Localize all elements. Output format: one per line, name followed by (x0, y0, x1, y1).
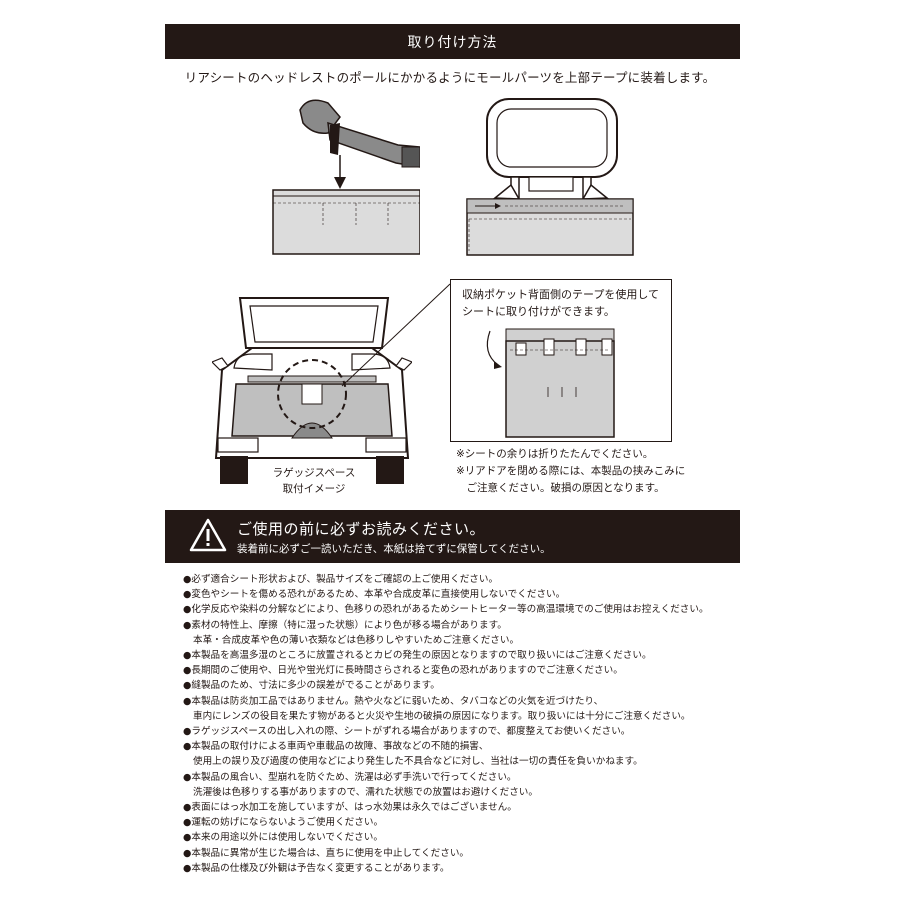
caution-item: ●長期間のご使用や、日光や蛍光灯に長時間さらされると変色の恐れがありますのでご注… (183, 665, 623, 677)
car-caption-line: ラゲッジスペース (272, 467, 356, 479)
callout-line: 収納ポケット背面側のテープを使用して (462, 288, 660, 301)
caution-item: ●本製品は防炎加工品ではありません。熱や火などに弱いため、タバコなどの火気を近づ… (183, 695, 604, 707)
caution-item: ●ラゲッジスペースの出し入れの際、シートがずれる場合がありますので、都度整えてお… (183, 726, 631, 738)
caution-item: ●本来の用途以外には使用しないでください。 (183, 832, 383, 844)
caution-item: ●必ず適合シート形状および、製品サイズをご確認の上ご使用ください。 (183, 574, 499, 585)
side-note-line: ご注意ください。破損の原因となります。 (456, 482, 665, 494)
mold-attach-illustration (272, 99, 420, 255)
section-title: 取り付け方法 (407, 34, 498, 51)
caution-list: ●必ず適合シート形状および、製品サイズをご確認の上ご使用ください。 ●変色やシー… (183, 572, 743, 876)
car-luggage-illustration (212, 297, 412, 484)
side-note-line: ※シートの余りは折りたたんでください。 (456, 448, 654, 460)
caution-item: ●本製品に異常が生じた場合は、直ちに使用を中止してください。 (183, 847, 470, 859)
headrest-illustration (466, 98, 634, 256)
caution-item: ●本製品の取付けによる車両や車載品の故障、事故などの不随的損害、 (183, 741, 489, 753)
side-notes: ※シートの余りは折りたたんでください。 ※リアドアを閉める際には、本製品の挟みこ… (456, 446, 685, 497)
caution-item: ●変色やシートを傷める恐れがあるため、本革や合成皮革に直接使用しないでください。 (183, 589, 566, 601)
warning-banner: ご使用の前に必ずお読みください。 装着前に必ずご一読いただき、本紙は捨てずに保管… (165, 510, 740, 563)
pocket-back-illustration (486, 328, 615, 438)
caution-item: ●本製品の風合い、型崩れを防ぐため、洗濯は必ず手洗いで行ってください。 (183, 771, 517, 783)
caution-item: ●縫製品のため、寸法に多少の誤差がでることがあります。 (183, 680, 440, 692)
intro-text: リアシートのヘッドレストのポールにかかるようにモールパーツを上部テープに装着しま… (184, 70, 716, 85)
caution-item-continued: 本革・合成皮革や色の薄い衣類などは色移りしやすいためご注意ください。 (193, 634, 520, 646)
caution-item: ●運転の妨げにならないようご使用ください。 (183, 817, 384, 829)
warning-title: ご使用の前に必ずお読みください。 (237, 520, 486, 538)
caution-item-continued: 車内にレンズの役目を果たす物があると火災や生地の破損の原因になります。取り扱いに… (193, 710, 691, 722)
section-title-bar: 取り付け方法 (165, 24, 740, 59)
caution-item: ●本製品の仕様及び外観は予告なく変更することがあります。 (183, 862, 450, 874)
callout-text: 収納ポケット背面側のテープを使用して シートに取り付けができます。 (462, 286, 659, 320)
car-caption-line: 取付イメージ (282, 483, 346, 495)
caution-item: ●素材の特性上、摩擦（特に湿った状態）により色が移る場合があります。 (183, 619, 507, 631)
caution-item-continued: 使用上の誤り及び過度の使用などにより発生した不具合などに対し、当社は一切の責任を… (193, 756, 643, 768)
caution-item: ●表面にはっ水加工を施していますが、はっ水効果は永久ではございません。 (183, 802, 517, 814)
car-caption: ラゲッジスペース 取付イメージ (262, 465, 366, 497)
callout-connector-line (341, 283, 451, 387)
warning-triangle-icon (189, 518, 227, 552)
callout-line: シートに取り付けができます。 (462, 305, 615, 318)
caution-item-continued: 洗濯後は色移りする事がありますので、濡れた状態での放置はお避けください。 (193, 786, 538, 798)
side-note-line: ※リアドアを閉める際には、本製品の挟みこみに (456, 465, 686, 477)
caution-item: ●化学反応や染料の分解などにより、色移りの恐れがあるためシートヒーター等の高温環… (183, 604, 709, 616)
warning-subtitle: 装着前に必ずご一読いただき、本紙は捨てずに保管してください。 (237, 543, 551, 555)
caution-item: ●本製品を高温多湿のところに放置されるとカビの発生の原因となりますので取り扱いに… (183, 650, 652, 662)
